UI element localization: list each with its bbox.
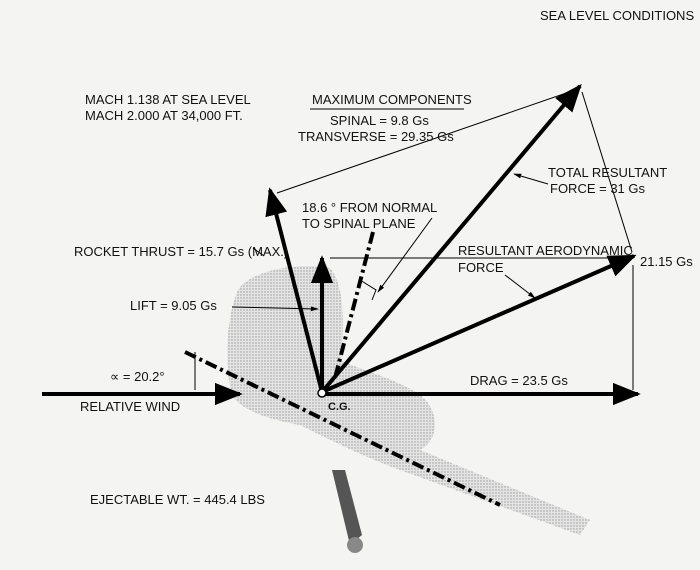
resultant-aero-label: RESULTANT AERODYNAMIC	[458, 243, 633, 258]
force-vectors	[42, 83, 641, 406]
cg-marker	[317, 388, 327, 398]
drag-label: DRAG = 23.5 Gs	[470, 373, 568, 388]
spinal-plane-line	[184, 231, 501, 507]
resultant-aero-force-label: FORCE	[458, 260, 504, 275]
rocket-thrust-label: ROCKET THRUST = 15.7 Gs (MAX.)	[74, 244, 288, 259]
ejection-seat-silhouette	[227, 266, 591, 535]
normal-angle-label: 18.6 ° FROM NORMAL	[302, 200, 437, 215]
total-resultant-value: FORCE = 31 Gs	[550, 181, 645, 196]
angle-of-attack-label: ∝ = 20.2°	[110, 369, 165, 384]
rocket-plume	[332, 470, 363, 553]
total-resultant-label: TOTAL RESULTANT	[548, 165, 667, 180]
transverse-component: TRANSVERSE = 29.35 Gs	[298, 129, 454, 144]
construction-lines	[276, 89, 634, 390]
total-resultant-arrow	[320, 83, 582, 394]
relative-wind-label: RELATIVE WIND	[80, 399, 180, 414]
resultant-aero-arrow	[321, 254, 637, 394]
leader-lines	[194, 173, 549, 390]
rocket-thrust-arrow	[265, 187, 324, 393]
lift-label: LIFT = 9.05 Gs	[130, 298, 217, 313]
spinal-component: SPINAL = 9.8 Gs	[330, 113, 429, 128]
aero-force-value: 21.15 Gs	[640, 254, 693, 269]
conditions-title: SEA LEVEL CONDITIONS	[540, 8, 694, 23]
cg-label: C.G.	[328, 401, 351, 413]
max-components-heading: MAXIMUM COMPONENTS	[312, 92, 472, 107]
ejectable-weight-label: EJECTABLE WT. = 445.4 LBS	[90, 492, 265, 507]
mach-sea-level: MACH 1.138 AT SEA LEVEL	[85, 92, 251, 107]
spinal-plane-label: TO SPINAL PLANE	[302, 216, 416, 231]
mach-altitude: MACH 2.000 AT 34,000 FT.	[85, 108, 243, 123]
